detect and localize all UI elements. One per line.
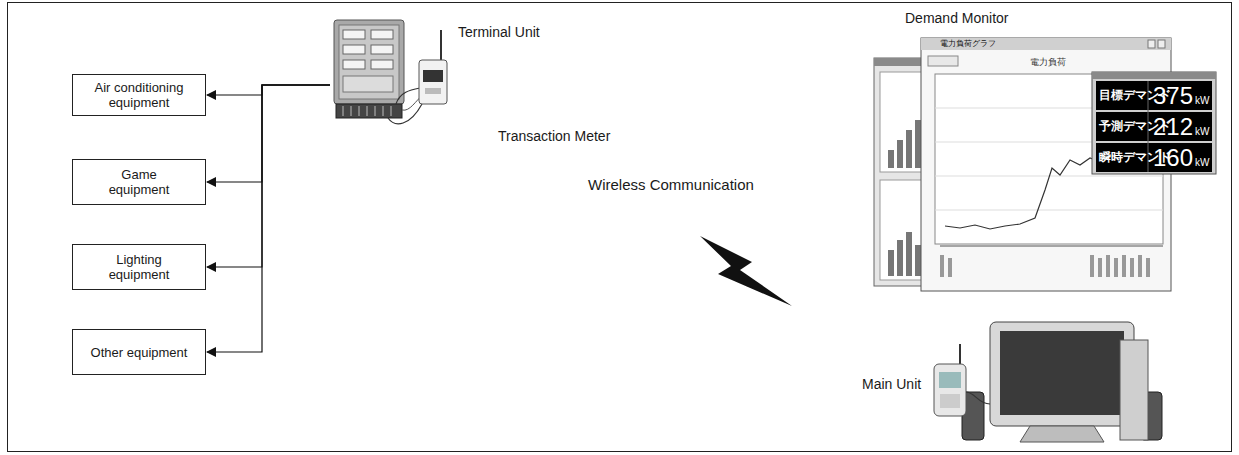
graph-title: 電力負荷	[1030, 57, 1066, 67]
connector-arrow	[207, 85, 330, 182]
node-text: Other equipment	[91, 345, 188, 360]
part-label: Wireless Communication	[588, 176, 754, 193]
part-label: Terminal Unit	[458, 24, 540, 40]
equipment-box: Air conditioning equipment	[72, 74, 206, 116]
equipment-box: Lighting equipment	[72, 244, 206, 290]
unit-label: kW	[1195, 157, 1209, 169]
connector-arrow	[207, 85, 330, 267]
terminal-unit-illustration	[419, 30, 447, 104]
unit-label: kW	[1195, 95, 1209, 107]
window-title: 電力負荷グラフ	[940, 39, 996, 48]
node-text: Transaction Meter	[498, 128, 610, 144]
main-unit-illustration	[934, 344, 990, 416]
computer-illustration	[962, 322, 1162, 442]
node-text: Lighting equipment	[91, 252, 188, 282]
demand-value: 160	[1153, 144, 1193, 172]
node-text: Game equipment	[91, 167, 188, 197]
frame	[8, 3, 1232, 452]
equipment-box: Other equipment	[72, 329, 206, 375]
demand-panel	[1092, 72, 1216, 174]
unit-label: kW	[1195, 126, 1209, 138]
wireless-bolt	[700, 236, 792, 306]
equipment-box: Game equipment	[72, 159, 206, 205]
part-label: Main Unit	[862, 376, 921, 392]
meter-illustration	[334, 20, 422, 124]
part-label: Demand Monitor	[905, 10, 1009, 26]
connector-arrow	[207, 85, 330, 95]
connector-arrow	[207, 85, 330, 352]
demand-value: 212	[1153, 113, 1193, 141]
node-text: Air conditioning equipment	[91, 80, 188, 110]
demand-value: 375	[1153, 82, 1193, 110]
